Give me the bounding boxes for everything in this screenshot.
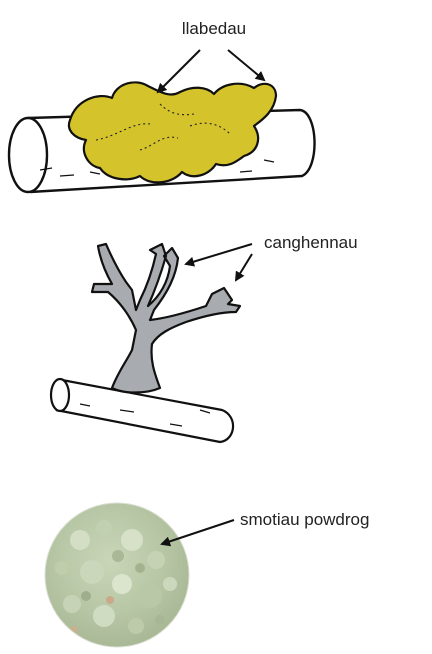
label-llabedau: llabedau bbox=[182, 19, 246, 38]
fruticose-thallus bbox=[92, 244, 240, 393]
arrow-middle-left bbox=[186, 244, 252, 264]
arrow-top-right bbox=[228, 50, 264, 80]
fruticose-lichen-illustration bbox=[51, 244, 240, 442]
powdery-lichen-photo bbox=[45, 503, 189, 647]
label-smotiau-powdrog: smotiau powdrog bbox=[240, 510, 369, 529]
arrow-middle-right bbox=[236, 254, 252, 280]
foliose-lichen-illustration bbox=[9, 82, 315, 192]
arrow-top-left bbox=[158, 50, 200, 92]
label-canghennau: canghennau bbox=[264, 233, 358, 252]
